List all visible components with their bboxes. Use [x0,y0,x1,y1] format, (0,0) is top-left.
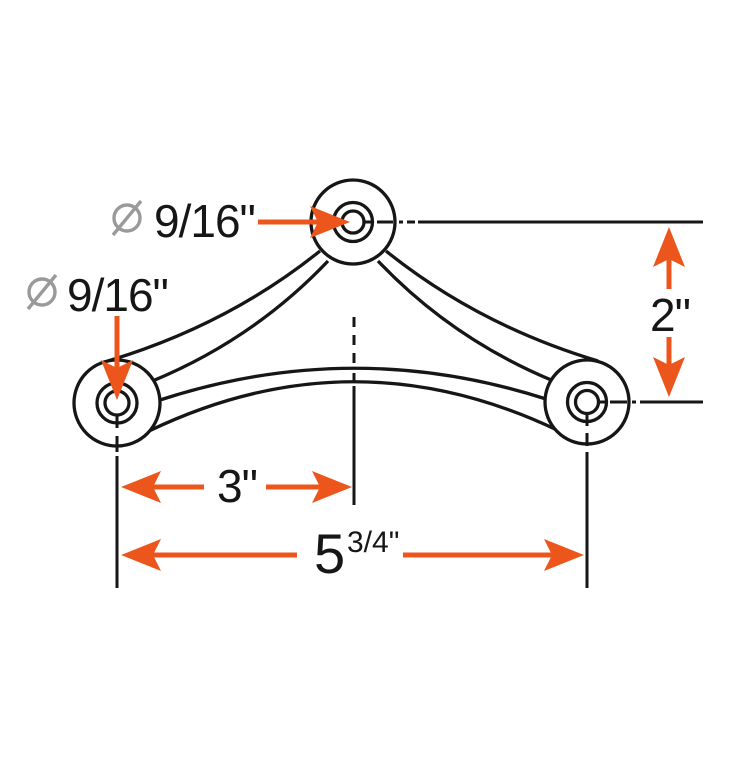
diameter-icon [112,203,142,233]
diameter-icon-slash [111,199,143,237]
right-hole [543,358,631,446]
center-spacing-arrow-left [121,471,204,503]
diameter-icon [27,277,57,307]
left-hole-diameter-label: 9/16" [67,269,168,321]
height-dimension-label: 2" [650,289,690,341]
top-diameter-leader-arrow [258,206,350,238]
right-arm-inner-edge [376,259,557,384]
height-dimension-arrow-up [653,227,685,289]
left-arm-inner-edge [149,259,330,384]
bottom-arc-lower-edge [148,380,558,433]
dimension-arrows [101,206,685,571]
overall-spacing-label-whole: 5 [314,522,344,585]
top-diameter-symbol [111,199,143,237]
left-arm-outer-edge [107,249,322,363]
dimension-labels: 9/16" 9/16" 2" 3" 5 3/4" [67,195,691,585]
extension-lines [115,220,703,588]
center-spacing-arrow-right [266,471,352,503]
right-hole-inner-circle [573,388,601,416]
overall-spacing-arrow-right [403,539,584,571]
right-arm-outer-edge [384,249,599,363]
overall-spacing-label-fraction: 3/4" [347,526,399,559]
center-spacing-label: 3" [217,460,257,512]
diameter-icon-slash [26,273,58,311]
left-diameter-symbol [26,273,58,311]
left-diameter-leader-arrow [101,316,133,400]
part-outline [107,249,599,433]
top-hole-diameter-label: 9/16" [154,195,255,247]
bottom-arc-upper-edge [159,366,547,402]
height-dimension-arrow-down [653,337,685,397]
overall-spacing-arrow-left [121,539,297,571]
